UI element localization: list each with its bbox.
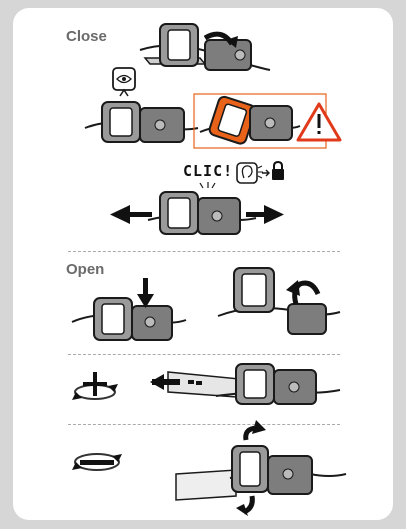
close-step1-illustration — [140, 24, 270, 70]
rotate-tighten-icon — [72, 372, 118, 400]
eye-check-icon — [113, 68, 135, 96]
close-step3-illustration — [148, 192, 256, 234]
rotate-loosen-icon — [72, 454, 122, 470]
arrow-left-icon — [110, 205, 152, 224]
close-step2-correct-illustration — [85, 102, 198, 142]
open-step2-lift-illustration — [218, 268, 340, 334]
warning-icon — [298, 104, 340, 140]
open-step3-pull-illustration — [150, 364, 340, 404]
arrow-right-icon — [246, 205, 284, 224]
open-step1-press-illustration — [72, 278, 186, 340]
ear-icon — [237, 163, 263, 183]
lock-icon — [272, 162, 284, 180]
open-step4-unthread-illustration — [176, 420, 346, 516]
